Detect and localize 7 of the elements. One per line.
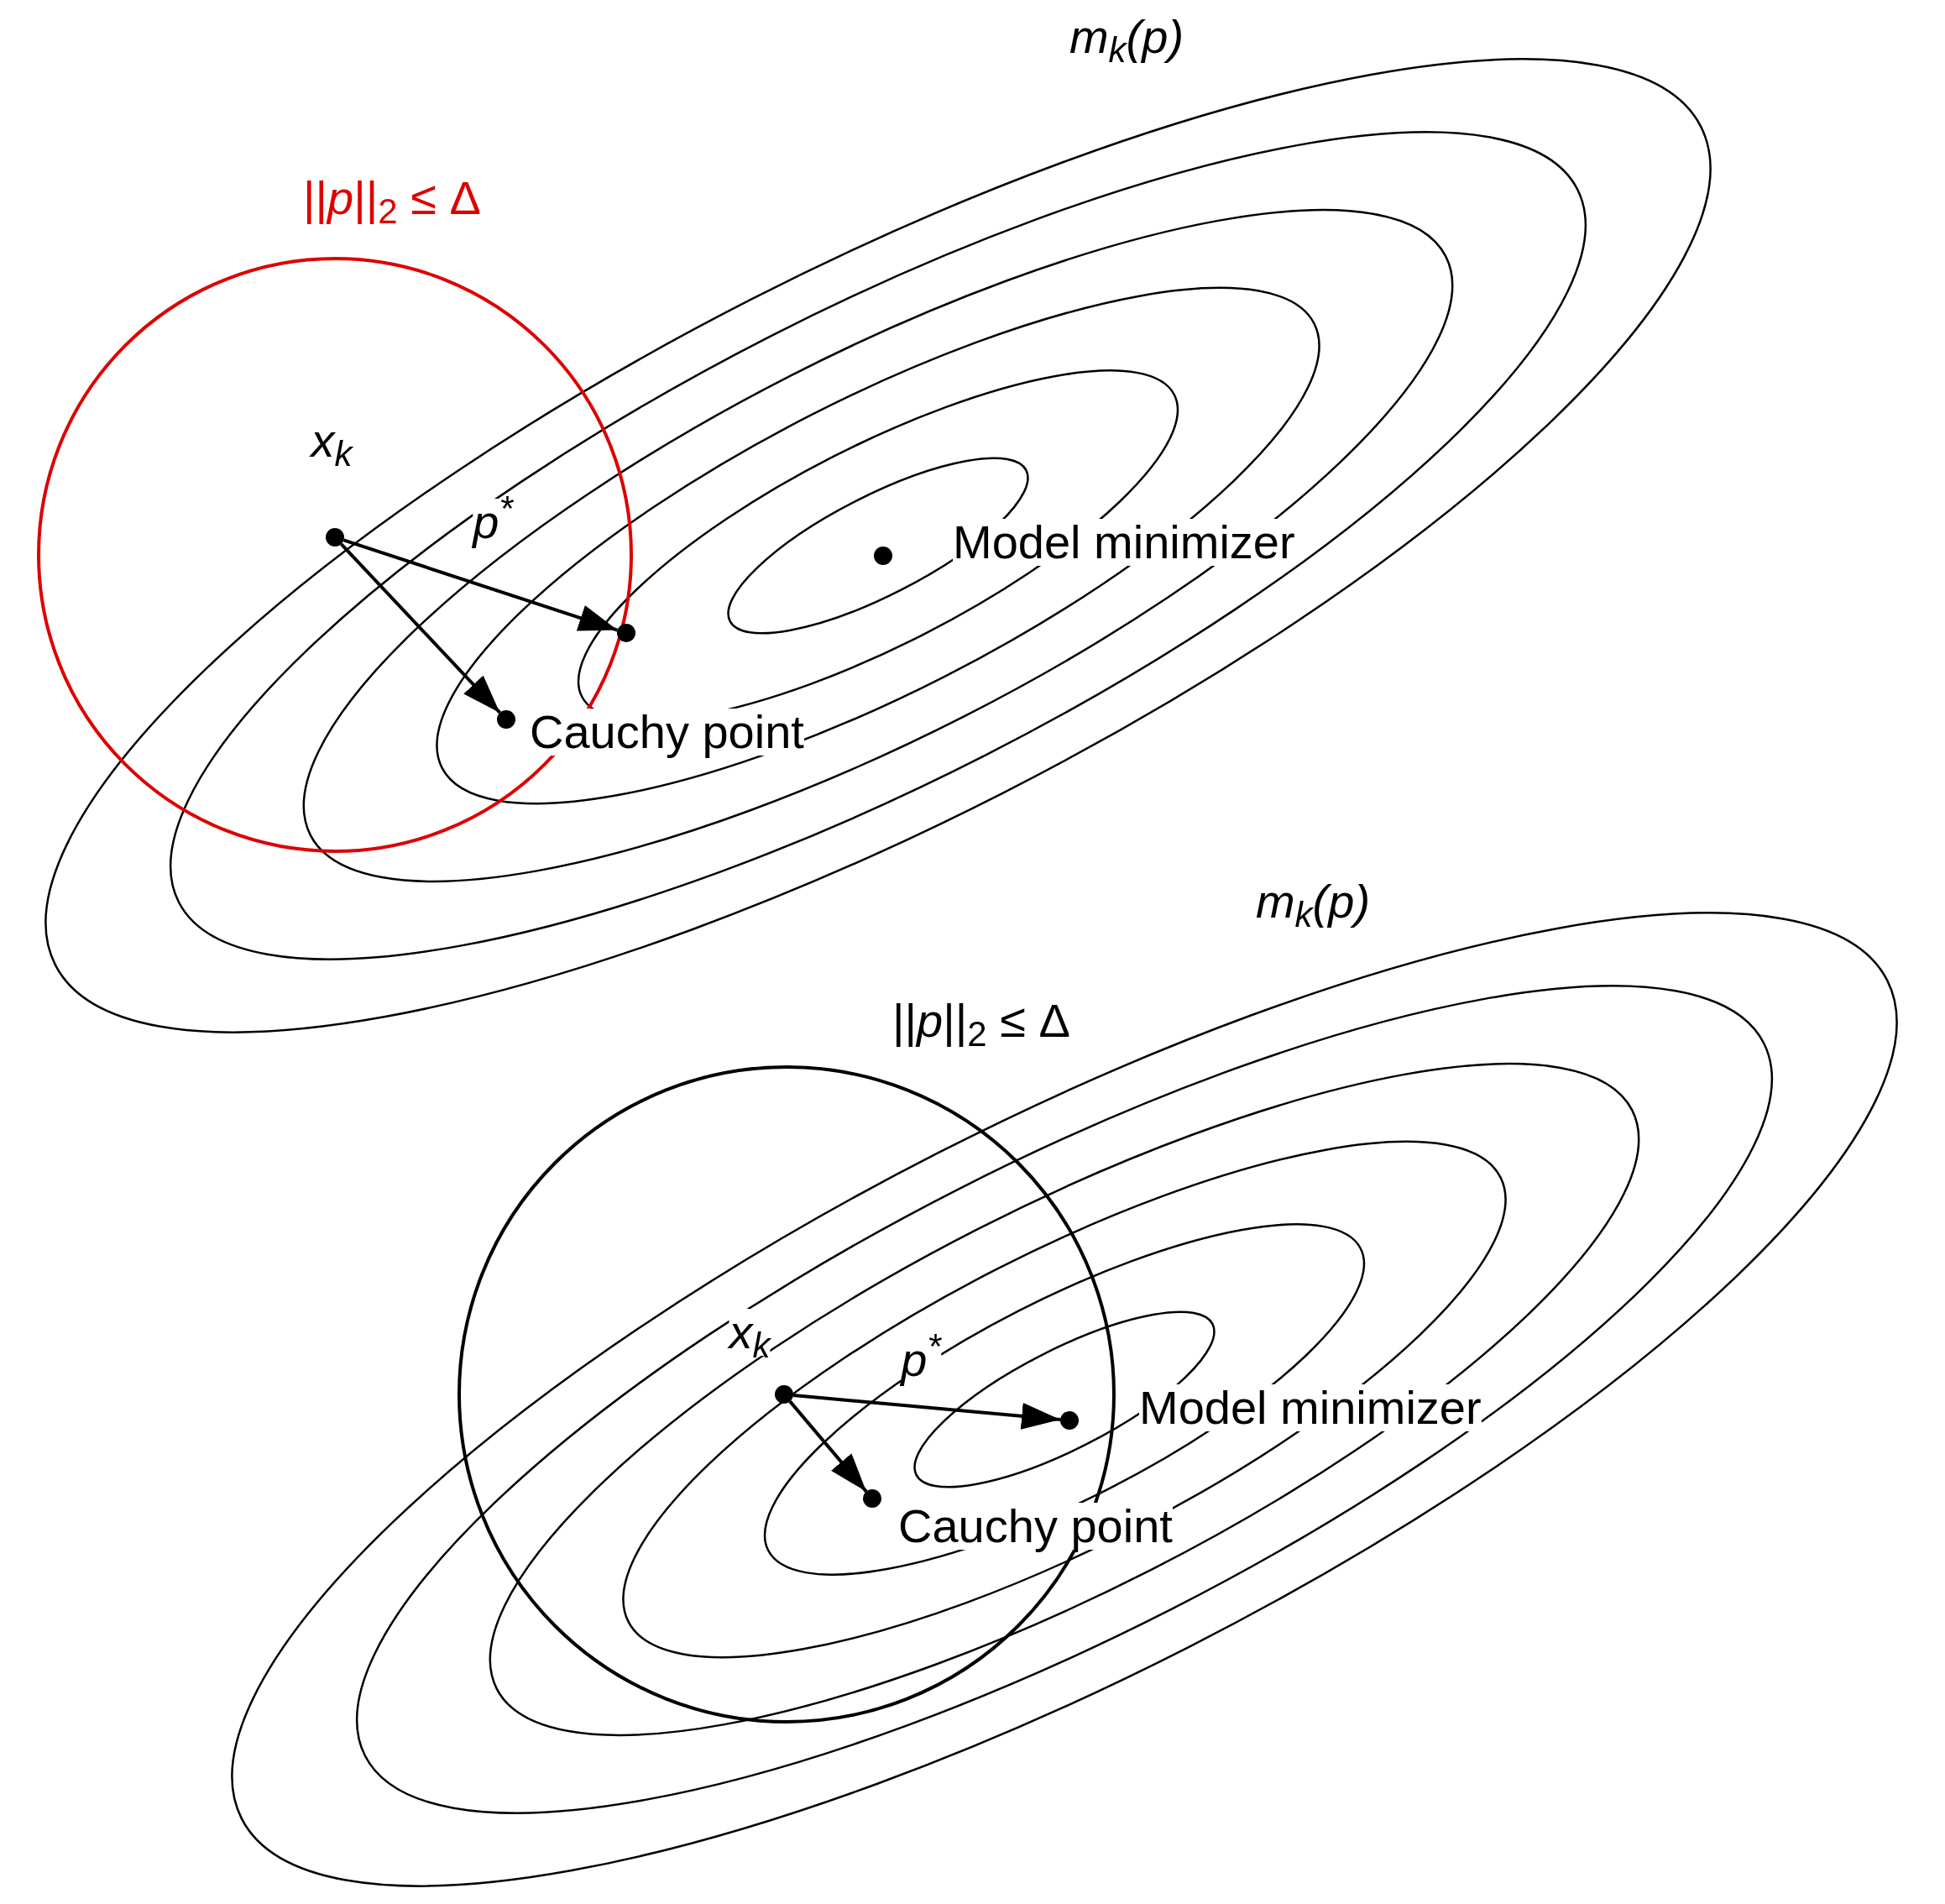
point-label: x$_{k}$ [729,1309,771,1356]
arrow [788,1400,868,1493]
point-label: Model minimizer [1139,1384,1482,1431]
arrow [342,538,619,632]
point-label: Model minimizer [953,519,1295,566]
arrow [340,542,501,714]
arrow [792,1394,1061,1430]
